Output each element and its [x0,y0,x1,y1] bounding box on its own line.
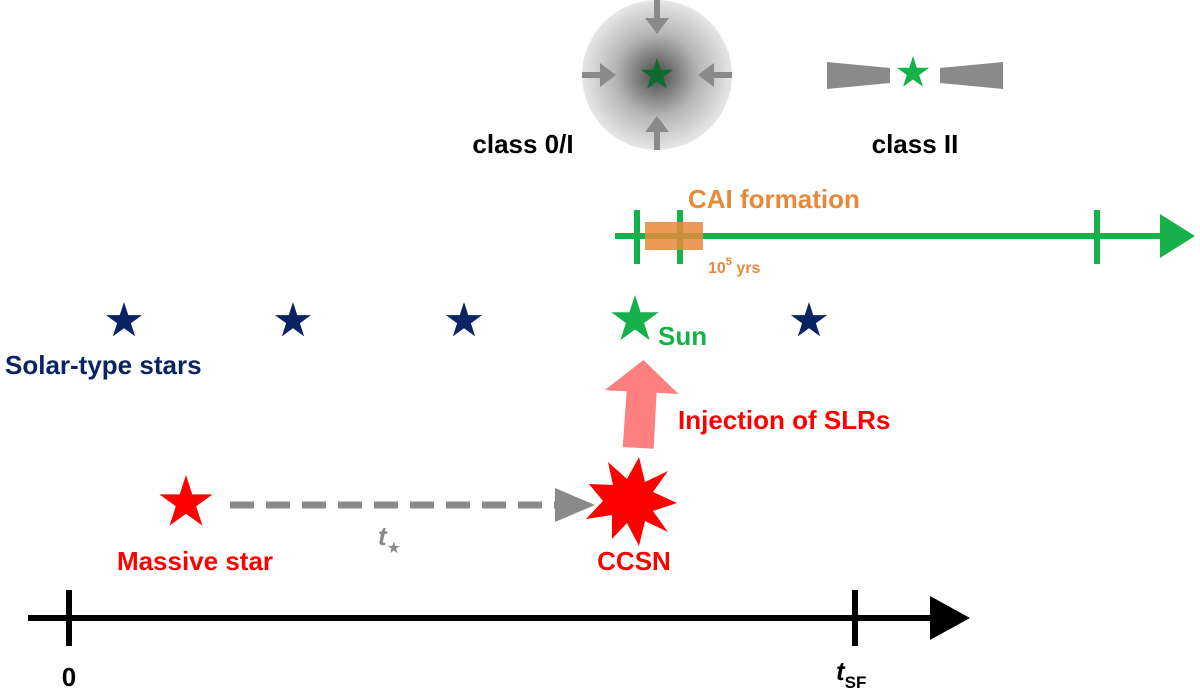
massive-star-label: Massive star [117,546,273,576]
zero-label: 0 [62,662,76,692]
t-star-label: t★ [378,521,401,557]
massive-star-icon [159,475,213,526]
class-ii-label: class II [872,129,959,159]
infall-arrows [582,0,732,150]
injection-arrow [604,360,679,449]
ccsn-explosion-icon [586,457,677,546]
collapsing-cloud-icon [582,0,732,150]
solar-type-star-icon [445,302,483,337]
t-sf-label: tSF [836,656,866,692]
solar-type-star-icon [790,302,828,337]
sun-label: Sun [658,321,707,351]
solar-type-stars-label: Solar-type stars [5,350,202,380]
cai-formation-window [645,222,703,250]
cai-formation-label: CAI formation [688,184,860,214]
solar-type-star-icon [105,302,143,337]
years-label: 105 yrs [708,256,760,277]
stellar-lifetime-arrow [230,488,595,522]
class-0i-label: class 0/I [472,129,573,159]
protoplanetary-disk-icon [827,56,1003,89]
main-timeline-axis [28,590,970,646]
injection-label: Injection of SLRs [678,405,890,435]
young-star-icon [896,56,930,87]
sun-star-icon [611,295,659,341]
ccsn-label: CCSN [597,546,671,576]
solar-type-star-icon [274,302,312,337]
